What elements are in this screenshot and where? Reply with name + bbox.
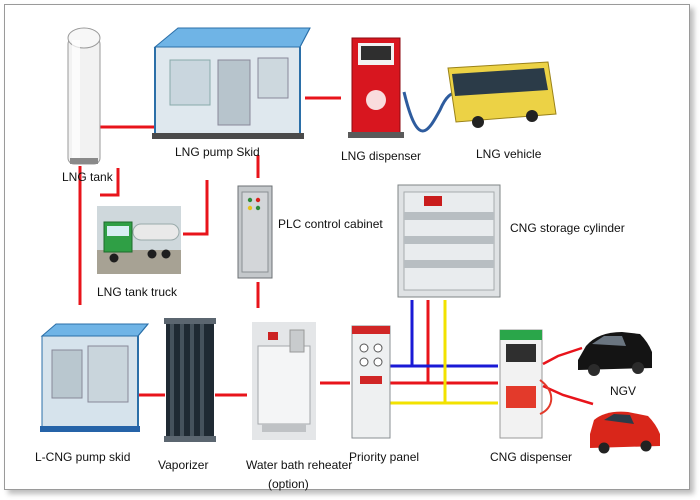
line-skid-to-truck [183,180,209,236]
hose-dispenser-to-bus [402,91,457,133]
lng-dispenser-label: LNG dispenser [341,149,422,163]
vaporizer-icon [164,318,216,442]
water-bath-reheater-option-label: (option) [268,477,309,491]
lcng-pump-skid-icon [40,323,150,432]
vaporizer-label: Vaporizer [158,458,209,472]
line-tank-to-truck [100,168,120,197]
plc-control-cabinet-label: PLC control cabinet [278,217,383,231]
lcng-pump-skid-label: L-CNG pump skid [35,450,131,464]
cng-storage-cylinder-label: CNG storage cylinder [510,221,625,235]
line-dispenser-to-ngv [542,346,583,366]
lng-pump-skid-label: LNG pump Skid [175,145,260,159]
ngv-label: NGV [610,384,637,398]
lng-pump-skid-icon [152,27,311,139]
lng-tank-truck-label: LNG tank truck [97,285,178,299]
lng-vehicle-label: LNG vehicle [476,147,542,161]
water-bath-reheater-label: Water bath reheater [246,458,353,472]
cng-dispenser-icon [499,329,553,439]
cng-dispenser-label: CNG dispenser [490,450,573,464]
lng-tank-truck-icon [97,206,181,274]
cng-storage-cylinder-icon [397,184,501,298]
lng-tank-label: LNG tank [62,170,113,184]
priority-panel-icon [351,325,391,439]
priority-panel-label: Priority panel [349,450,420,464]
lng-tank-icon [67,27,101,165]
lng-vehicle-bus-icon [447,61,557,128]
red-car-icon [590,411,660,454]
ngv-car-icon [578,332,652,376]
plc-control-cabinet-icon [237,185,273,279]
lng-dispenser-icon [348,37,404,138]
water-bath-reheater-icon [252,322,316,440]
